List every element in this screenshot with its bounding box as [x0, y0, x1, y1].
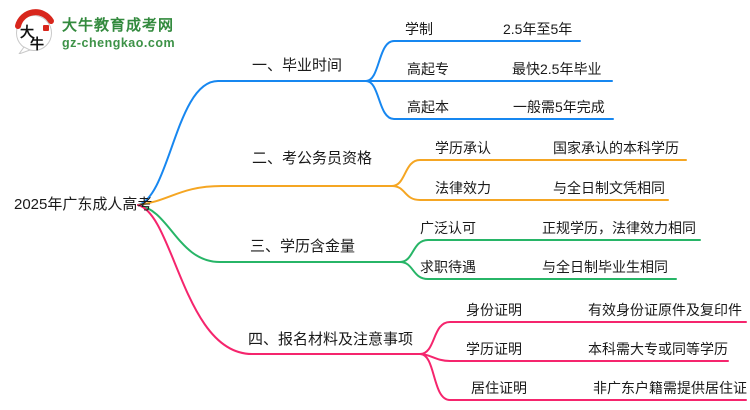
branch2-child1-line [391, 159, 687, 187]
cow-mascot-icon: 大 牛 [15, 9, 54, 54]
branch4-child1-line [419, 321, 747, 355]
branch2-lines [137, 159, 687, 206]
branch1-child3-line [365, 80, 614, 120]
branch1-child1-line [365, 40, 581, 82]
branch4-trunk-line [137, 204, 421, 355]
branch3-child2-label[interactable]: 求职待遇 [420, 259, 476, 275]
branch3-topic[interactable]: 三、学历含金量 [250, 238, 356, 255]
branch3-child1-line [399, 239, 701, 263]
branch1-trunk-line [137, 80, 367, 206]
branch1-topic[interactable]: 一、毕业时间 [252, 57, 343, 74]
branch2-child2-label[interactable]: 法律效力 [435, 180, 491, 196]
branch3-child2-value[interactable]: 与全日制毕业生相同 [542, 259, 668, 275]
branch2-trunk-line [137, 185, 393, 206]
brand-text-block: 大牛教育成考网 gz-chengkao.com [62, 18, 175, 50]
branch3-child1-value[interactable]: 正规学历，法律效力相同 [542, 220, 696, 236]
branch3-lines [137, 204, 701, 280]
branch1-child1-label[interactable]: 学制 [405, 21, 433, 37]
branch4-topic[interactable]: 四、报名材料及注意事项 [248, 331, 414, 348]
branch3-child1-label[interactable]: 广泛认可 [420, 220, 476, 236]
branch1-child1-value[interactable]: 2.5年至5年 [503, 21, 573, 37]
branch2-child1-value[interactable]: 国家承认的本科学历 [553, 140, 679, 156]
branch1-child2-label[interactable]: 高起专 [407, 61, 449, 77]
branch2-child1-label[interactable]: 学历承认 [435, 140, 491, 156]
svg-text:大: 大 [20, 24, 34, 40]
branch2-child2-value[interactable]: 与全日制文凭相同 [553, 180, 665, 196]
brand-logo[interactable]: 大 牛 大牛教育成考网 gz-chengkao.com [14, 8, 175, 54]
branch3-trunk-line [137, 204, 401, 263]
branch4-child2-label[interactable]: 学历证明 [466, 341, 522, 357]
brand-domain: gz-chengkao.com [62, 36, 176, 50]
branch4-child1-value[interactable]: 有效身份证原件及复印件 [588, 302, 742, 318]
svg-text:牛: 牛 [30, 36, 44, 52]
branch4-child3-value[interactable]: 非广东户籍需提供居住证 [593, 380, 747, 396]
branch4-lines [137, 204, 747, 401]
branch4-child1-label[interactable]: 身份证明 [466, 302, 522, 318]
root-topic[interactable]: 2025年广东成人高考 [14, 196, 153, 213]
branch4-child3-label[interactable]: 居住证明 [471, 380, 527, 396]
branch2-child2-line [391, 185, 669, 201]
branch1-child3-value[interactable]: 一般需5年完成 [513, 99, 605, 115]
branch4-child2-value[interactable]: 本科需大专或同等学历 [588, 341, 728, 357]
branch3-child2-line [399, 261, 677, 280]
branch2-topic[interactable]: 二、考公务员资格 [252, 150, 373, 167]
branch4-child3-line [419, 353, 747, 401]
brand-name: 大牛教育成考网 [62, 17, 175, 34]
branch1-child2-value[interactable]: 最快2.5年毕业 [512, 61, 602, 77]
branch1-child3-label[interactable]: 高起本 [407, 99, 449, 115]
branch1-lines [137, 40, 614, 206]
